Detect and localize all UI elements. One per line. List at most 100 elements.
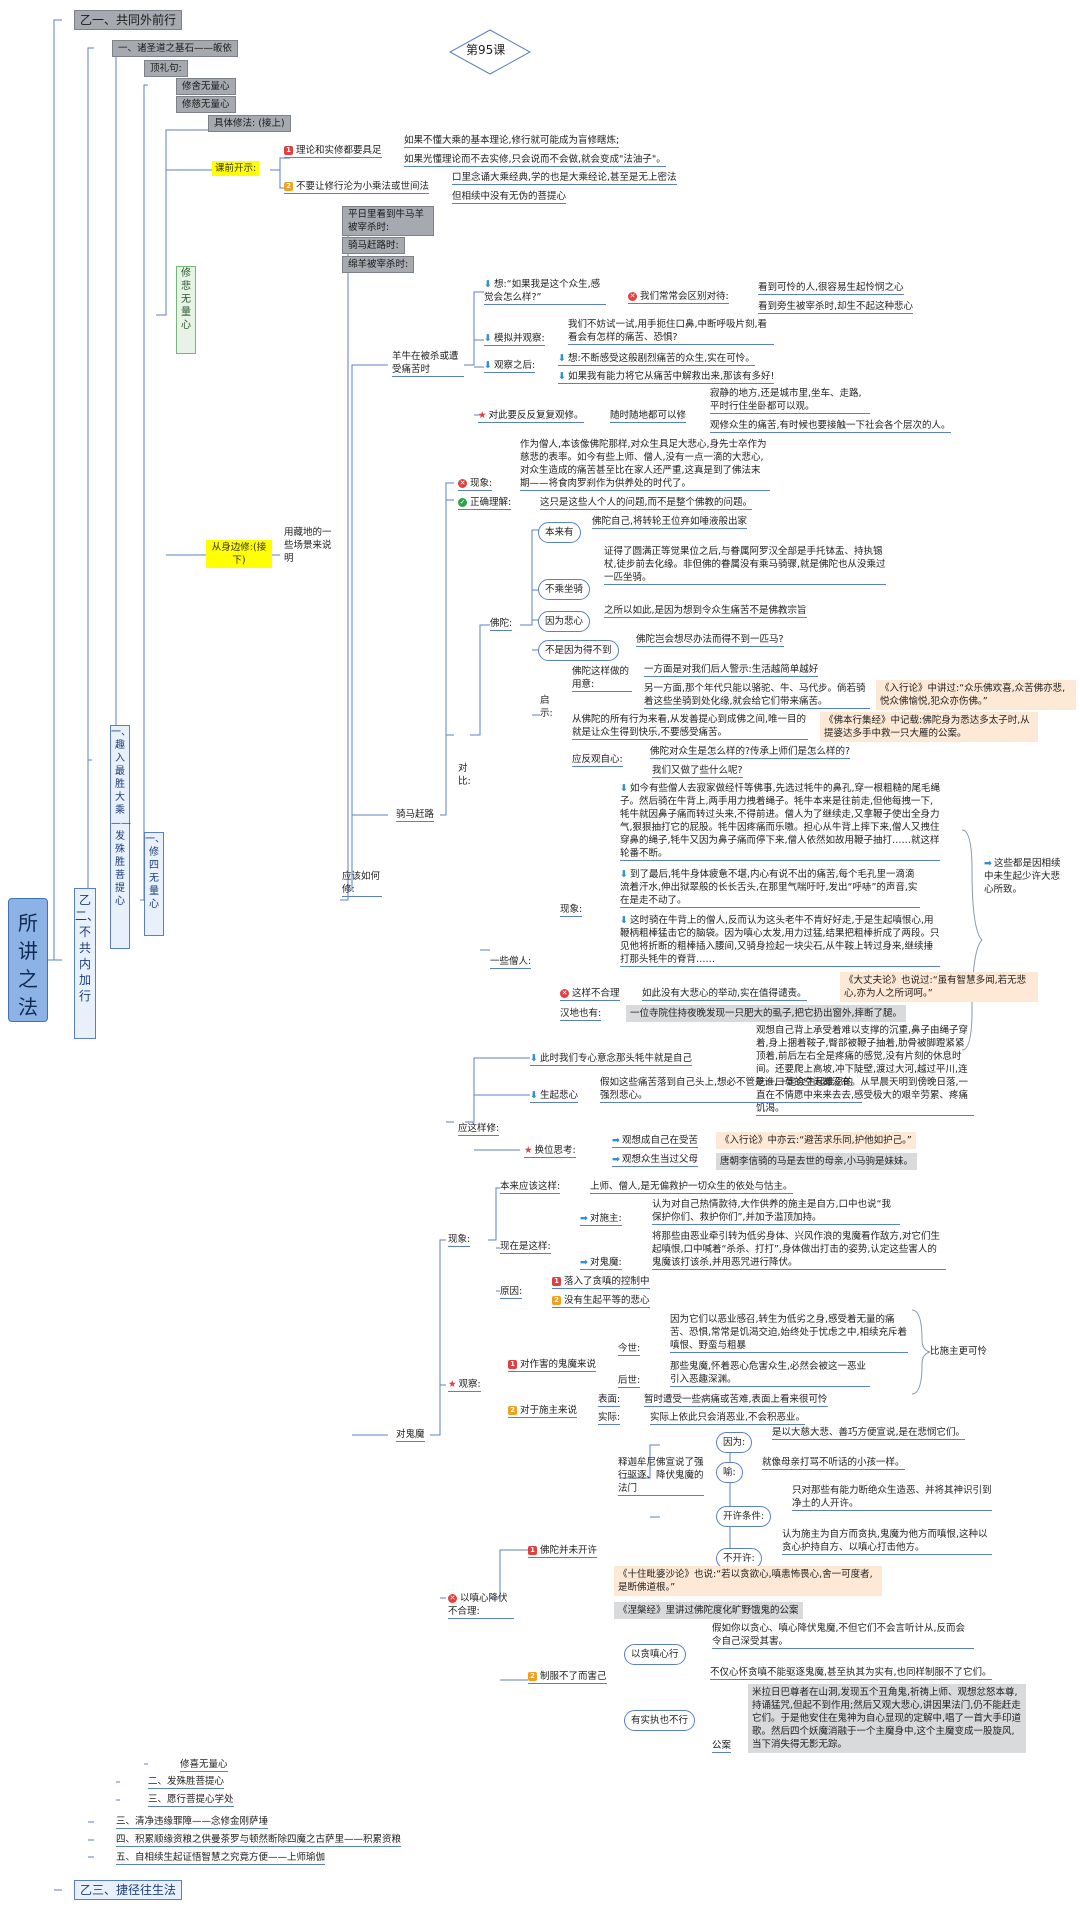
pre-class-teaching[interactable]: 课前开示: xyxy=(212,161,260,176)
horse-compare[interactable]: 对比: xyxy=(458,763,471,787)
root-node[interactable]: 所讲之法 xyxy=(8,898,48,1022)
l3-precepts[interactable]: 三、愿行菩提心学处 xyxy=(148,1794,234,1807)
hint[interactable]: 启示: xyxy=(540,695,553,719)
sheep-think: ⬇想:“如果我是这个众生,感觉会怎么样?” xyxy=(484,278,606,305)
intro-i1a: 如果不懂大乘的基本理论,修行就可能成为盲修瞎炼; xyxy=(404,135,620,148)
use1: 一方面是对我们后人警示:生活越简单越好 xyxy=(644,664,819,677)
monks-m3-text: 这时骑在牛背上的僧人,反而认为这头老牛不肯好好走,于是生起嗔恨心,用鞭柄粗棒猛击… xyxy=(620,915,940,965)
arrow-right-icon: ➡ xyxy=(612,1154,620,1165)
l3-generate-bodhicitta[interactable]: 二、发殊胜菩提心 xyxy=(148,1776,225,1789)
demon-ghost-text: 将那些由恶业牵引转为低劣身体、兴风作浪的鬼魔看作敌方,对它们生起嗔恨,口中喊着“… xyxy=(652,1230,946,1270)
arrow-down-icon: ⬇ xyxy=(484,279,492,290)
l5-equanimity[interactable]: 修舍无量心 xyxy=(176,78,236,95)
topic-riding[interactable]: 骑马赶路时: xyxy=(342,237,405,254)
l4-four-immeasurables[interactable]: 一、修四无量心 xyxy=(144,832,165,936)
sheep-diff: ✕我们常常会区别对待: xyxy=(628,290,729,304)
swap: ★换位思考: xyxy=(524,1144,576,1158)
demon-present: 今世: xyxy=(618,1343,641,1356)
sheep-diff2: 看到旁生被宰杀时,却生不起这种悲心 xyxy=(758,301,914,314)
b4-oval[interactable]: 不是因为得不到 xyxy=(538,640,619,661)
han: 汉地也有: xyxy=(560,1008,602,1021)
arrow-down-icon: ⬇ xyxy=(620,783,628,794)
demon-notopen-text: 佛陀并未开许 xyxy=(540,1545,598,1556)
swap2-text: 观想众生当过父母 xyxy=(621,1154,698,1165)
sheep-anytime: 随时随地都可以修 xyxy=(610,410,687,423)
compassion-text: 生起悲心 xyxy=(539,1090,578,1101)
l1-shortcut-path[interactable]: 乙三、捷径往生法 xyxy=(74,1880,183,1900)
priority-1-icon: 1 xyxy=(552,1277,561,1286)
priority-1-icon: 1 xyxy=(284,146,293,155)
reflect1: 佛陀对众生是怎么样的?传承上师们是怎么样的? xyxy=(650,746,851,759)
practice-from-surroundings[interactable]: 从身边修:(接下) xyxy=(206,540,272,568)
horse-phen-text: 作为僧人,本该像佛陀那样,对众生具足大悲心,身先士卒作为慈悲的表率。如今有些上师… xyxy=(520,438,770,491)
b1-oval[interactable]: 本来有 xyxy=(538,522,581,543)
topic-cattle[interactable]: 平日里看到牛马羊被宰杀时: xyxy=(342,206,434,236)
priority-2-icon: 2 xyxy=(552,1296,561,1305)
l5-joy[interactable]: 修喜无量心 xyxy=(180,1759,228,1772)
sheep-head[interactable]: 羊牛在被杀或遭受痛苦时 xyxy=(392,350,464,377)
lesson-label: 第95课 xyxy=(466,43,506,57)
monks-m1-text: 如今有些僧人去寂家做经忏等佛事,先选过牦牛的鼻孔,穿一根粗糙的尾毛绳子。然后骑在… xyxy=(620,783,941,859)
l1-outer-preliminaries[interactable]: 乙一、共同外前行 xyxy=(74,10,183,30)
monks[interactable]: 一些僧人: xyxy=(490,956,532,969)
demon-because: 因为: xyxy=(716,1432,753,1453)
arrow-right-icon: ➡ xyxy=(580,1213,588,1224)
demon-patron-label: 对施主: xyxy=(589,1213,622,1224)
compassion-text-long: 假如这些痛苦落到自己头上,想必不管是谁,一定会生起难忍的强烈悲心。 xyxy=(600,1076,862,1103)
sheep-anytime2: 观修众生的痛苦,有时候也要接触一下社会各个层次的人。 xyxy=(710,420,951,433)
how-to-practice[interactable]: 应该如何修: xyxy=(342,871,382,897)
horse-head[interactable]: 骑马赶路 xyxy=(396,809,435,822)
l2-bodhicitta[interactable]: 一、趣入最胜大乘——发殊胜菩提心 xyxy=(110,725,131,949)
b3-text: 之所以如此,是因为想到令众生痛苦不是佛教宗旨 xyxy=(604,605,807,618)
priority-2-icon: 2 xyxy=(528,1672,537,1681)
tibet-scenes: 用藏地的一些场景来说明 xyxy=(284,527,332,564)
demon-example-text: 就像母亲打骂不听话的小孩一样。 xyxy=(762,1457,905,1470)
horse-phen-label: 现象: xyxy=(470,478,493,489)
demon-case-text: 米拉日巴尊者在山洞,发现五个丑角鬼,祈祷上师、观想忿怒本尊,持诵猛咒,但起不到作… xyxy=(748,1684,1026,1753)
demon-observe[interactable]: ★观察: xyxy=(448,1378,481,1392)
demon-later: 后世: xyxy=(618,1375,641,1388)
demon-surface-text: 暂时遭受一些病痛或苦难,表面上看来很可怜 xyxy=(644,1394,828,1407)
demon-head[interactable]: 对鬼魔 xyxy=(396,1429,425,1442)
monks-wrong-text: 如此没有大悲心的举动,实在值得谴责。 xyxy=(642,988,807,1001)
demon-should: 本来应该这样: xyxy=(500,1181,561,1194)
sheep-imitate-text: 模拟并观察: xyxy=(493,333,545,344)
buddha[interactable]: 佛陀: xyxy=(490,618,513,631)
b2-text: 证得了圆满正等觉果位之后,与眷属阿罗汉全部是手托钵盂、持执锡杖,徒步前去化缘。非… xyxy=(604,546,886,585)
demon-phen[interactable]: 现象: xyxy=(448,1234,471,1247)
l4-homage[interactable]: 顶礼句: xyxy=(144,60,188,77)
sheep-imitate: ⬇模拟并观察: xyxy=(484,332,545,346)
l2-mandala[interactable]: 四、积累顺缘资粮之供曼茶罗与顿然断除四魔之古萨里——积累资粮 xyxy=(116,1834,402,1847)
sheep-after1: ⬇想:不断感受这般剧烈痛苦的众生,实在可怜。 xyxy=(558,352,755,366)
horse-right: ✓正确理解: xyxy=(458,496,512,510)
sheep-diff1: 看到可怜的人,很容易生起怜悯之心 xyxy=(758,282,904,295)
intro-i1-text: 理论和实修都要具足 xyxy=(296,145,382,156)
demon-case: 公案 xyxy=(712,1740,732,1753)
demon-notallow: 不开许: xyxy=(716,1548,762,1569)
focus-text: 此时我们专心意念那头牦牛就是自己 xyxy=(539,1053,692,1064)
demon-unreason[interactable]: ✕以嗔心降伏不合理: xyxy=(448,1592,514,1619)
b2-oval[interactable]: 不乘坐骑 xyxy=(538,579,591,600)
monks-m3: ⬇这时骑在牛背上的僧人,反而认为这头老牛不肯好好走,于是生起嗔恨心,用鞭柄粗棒猛… xyxy=(620,914,940,967)
swap1: ➡观想成自己在受苦 xyxy=(612,1134,698,1148)
l5-love[interactable]: 修慈无量心 xyxy=(176,96,236,113)
l1-inner-preliminaries[interactable]: 乙二、不共内加行 xyxy=(74,888,99,1039)
no-icon: ✕ xyxy=(448,1594,457,1603)
arrow-down-icon: ⬇ xyxy=(620,915,628,926)
l2-guru-yoga[interactable]: 五、自相续生起证悟智慧之究竟方便——上师瑜伽 xyxy=(116,1852,326,1865)
b3-oval[interactable]: 因为悲心 xyxy=(538,611,591,632)
star-icon: ★ xyxy=(478,410,487,421)
topic-sheep[interactable]: 绵羊被宰杀时: xyxy=(342,256,415,273)
demon-notallow-text: 认为施主为自方而贪执,鬼魔为他方而嗔恨,这种以贪心护持自方、以嗔心打击他方。 xyxy=(782,1528,992,1555)
how[interactable]: 应这样修: xyxy=(458,1123,500,1136)
l5-compassion[interactable]: 修悲无量心 xyxy=(176,266,196,354)
l2-vajrasattva[interactable]: 三、清净违缘罪障——念修金刚萨埵 xyxy=(116,1816,269,1829)
l3-refuge[interactable]: 一、诸圣道之基石——皈依 xyxy=(112,40,239,57)
demon-ghost-label: 对鬼魔: xyxy=(589,1257,622,1268)
monks-m2: ⬇到了最后,牦牛身体疲惫不堪,内心有说不出的痛苦,每个毛孔里一滴滴流着汗水,伸出… xyxy=(620,868,920,908)
conduct: 从佛陀的所有行为来看,从发善提心到成佛之间,唯一目的就是让众生得到快乐,不要感受… xyxy=(572,714,808,740)
